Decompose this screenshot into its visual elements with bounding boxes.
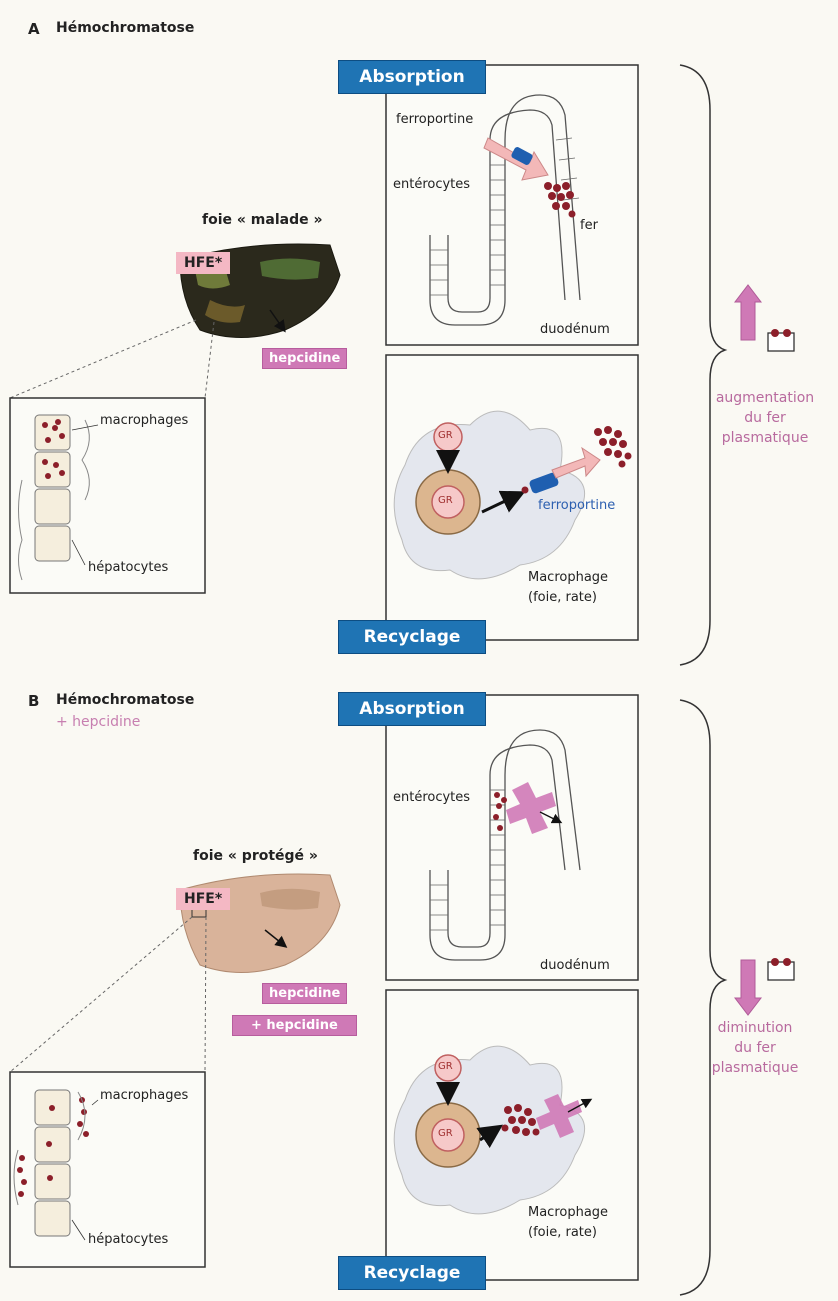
gr-small-label-b: GR xyxy=(438,1061,453,1072)
hepatocytes-label-a: hépatocytes xyxy=(88,560,168,575)
increase-arrow xyxy=(735,285,761,340)
section-b-subtitle: + hepcidine xyxy=(56,714,140,730)
gr-small-label-a: GR xyxy=(438,430,453,441)
effect-a-line3: plasmatique xyxy=(690,428,838,448)
macrophage-label-b-1: Macrophage xyxy=(528,1205,608,1220)
gr-large-label-b: GR xyxy=(438,1128,453,1139)
liver-title-b: foie « protégé » xyxy=(193,848,318,864)
brace-b xyxy=(680,700,725,1295)
macrophages-label-b: macrophages xyxy=(100,1088,188,1103)
duodenum-label-b: duodénum xyxy=(540,958,610,973)
effect-b-line3: plasmatique xyxy=(680,1058,830,1078)
effect-a-line2: du fer xyxy=(690,408,838,428)
gr-large-label-a: GR xyxy=(438,495,453,506)
enterocytes-label-a: entérocytes xyxy=(393,177,470,192)
duodenum-label-a: duodénum xyxy=(540,322,610,337)
effect-a: augmentation du fer plasmatique xyxy=(690,388,838,448)
ferroportine-label-a: ferroportine xyxy=(396,112,473,127)
hepcidine-tag-b: hepcidine xyxy=(262,983,347,1004)
absorption-panel-b xyxy=(386,695,638,980)
enterocytes-label-b: entérocytes xyxy=(393,790,470,805)
hepcidine-tag-a: hepcidine xyxy=(262,348,347,369)
section-b-title: Hémochromatose xyxy=(56,692,194,708)
effect-a-line1: augmentation xyxy=(690,388,838,408)
absorption-banner-a: Absorption xyxy=(338,60,486,94)
macrophage-label-b-2: (foie, rate) xyxy=(528,1225,597,1240)
recyclage-banner-a: Recyclage xyxy=(338,620,486,654)
effect-b: diminution du fer plasmatique xyxy=(680,1018,830,1078)
recyclage-banner-b: Recyclage xyxy=(338,1256,486,1290)
decrease-arrow xyxy=(735,960,761,1015)
effect-b-line1: diminution xyxy=(680,1018,830,1038)
macrophages-label-a: macrophages xyxy=(100,413,188,428)
brace-a xyxy=(680,65,725,665)
section-a-title: Hémochromatose xyxy=(56,20,194,36)
macrophage-label-a-2: (foie, rate) xyxy=(528,590,597,605)
ferroportine-blue-label: ferroportine xyxy=(538,498,615,513)
hepatocytes-label-b: hépatocytes xyxy=(88,1232,168,1247)
absorption-banner-b: Absorption xyxy=(338,692,486,726)
hfe-tag-b: HFE* xyxy=(176,888,230,910)
hfe-tag-a: HFE* xyxy=(176,252,230,274)
macrophage-label-a-1: Macrophage xyxy=(528,570,608,585)
section-a-letter: A xyxy=(28,20,40,38)
effect-b-line2: du fer xyxy=(680,1038,830,1058)
liver-title-a: foie « malade » xyxy=(202,212,323,228)
fer-label: fer xyxy=(580,218,598,233)
absorption-panel-a xyxy=(386,65,638,345)
section-b-letter: B xyxy=(28,692,39,710)
plus-hepcidine-tag: + hepcidine xyxy=(232,1015,357,1036)
